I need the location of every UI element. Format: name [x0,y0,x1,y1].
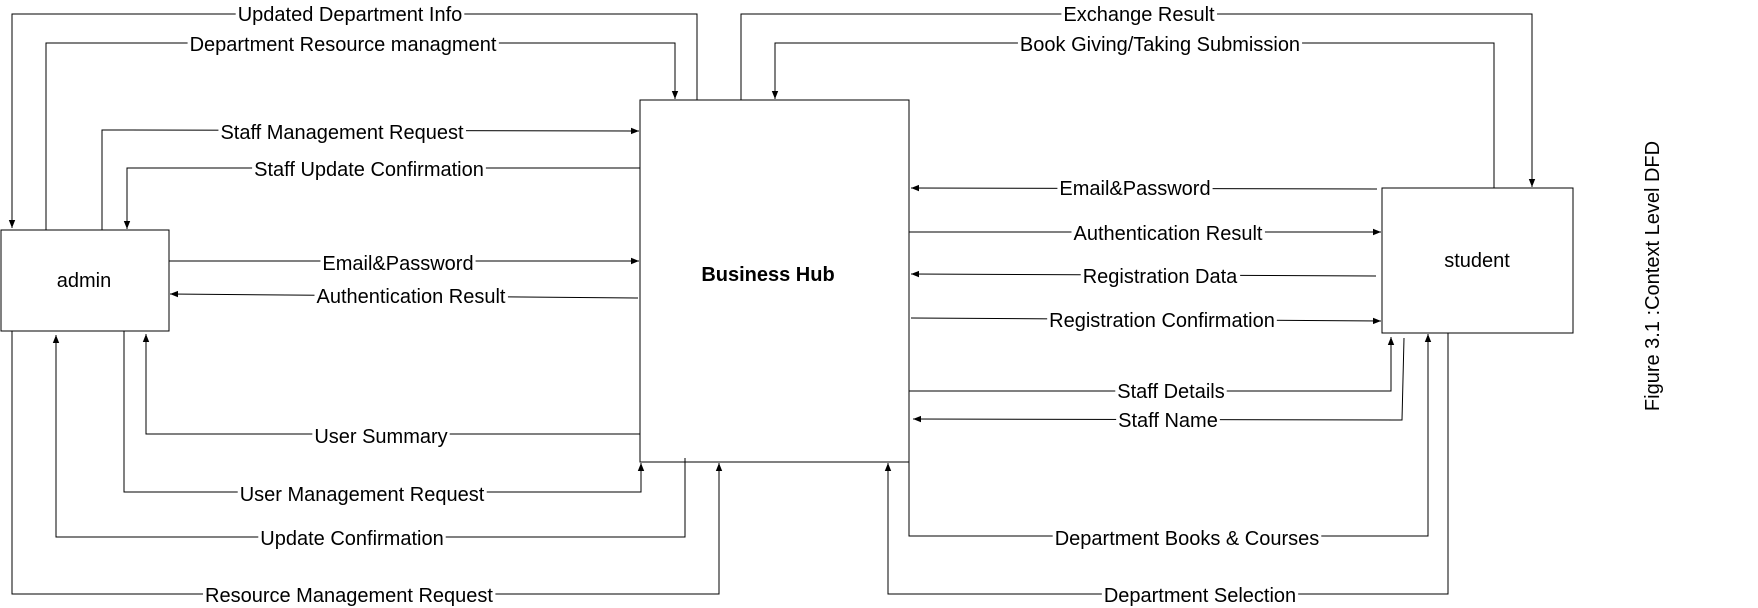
student-label: student [1444,250,1510,272]
label-background [235,5,465,25]
label-background [320,254,476,274]
label-background [258,529,446,549]
figure-caption: Figure 3.1 :Context Level DFD [1642,141,1664,411]
label-background [1017,35,1303,55]
label-student-authentication-result: Authentication Result [1073,223,1262,245]
label-background [314,287,508,307]
label-book-giving-taking-submission: Book Giving/Taking Submission [1020,34,1300,56]
label-background [1061,5,1218,25]
label-background [252,160,486,180]
label-department-selection: Department Selection [1104,585,1296,607]
label-background [1101,586,1299,606]
flow-user-management-request [123,331,645,493]
flow-user-summary [142,334,640,435]
label-department-resource-management: Department Resource managment [190,34,497,56]
label-background [1115,382,1227,402]
label-background [237,485,487,505]
label-background [1057,179,1213,199]
label-exchange-result: Exchange Result [1063,4,1215,26]
label-staff-name: Staff Name [1118,410,1218,432]
student-entity [1381,187,1574,334]
flow-department-selection [884,333,1449,595]
flow-resource-management-request [11,331,723,595]
label-background [187,35,499,55]
label-background [1116,411,1220,431]
label-background [1071,224,1265,244]
label-update-confirmation: Update Confirmation [260,528,443,550]
label-background [1047,311,1277,331]
label-background [203,586,496,606]
flow-department-books-courses [908,334,1432,537]
label-registration-confirmation: Registration Confirmation [1049,310,1275,332]
flow-staff-details [909,337,1395,392]
admin-entity [0,229,170,332]
label-user-management-request: User Management Request [240,484,485,506]
label-registration-data: Registration Data [1083,266,1238,288]
label-updated-department-info: Updated Department Info [238,4,463,26]
label-staff-update-confirmation: Staff Update Confirmation [254,159,484,181]
label-resource-management-request: Resource Management Request [205,585,493,607]
label-user-summary: User Summary [314,426,447,448]
label-background [1080,267,1241,287]
label-department-books-courses: Department Books & Courses [1055,528,1320,550]
label-background [218,123,466,143]
flow-staff-name [912,337,1405,423]
label-admin-email-password: Email&Password [322,253,473,275]
label-student-email-password: Email&Password [1059,178,1210,200]
business-hub-process [639,99,910,463]
label-background [1052,529,1322,549]
label-staff-management-request: Staff Management Request [220,122,464,144]
admin-label: admin [57,270,111,292]
business-hub-label: Business Hub [701,264,834,286]
label-staff-details: Staff Details [1117,381,1224,403]
label-admin-authentication-result: Authentication Result [316,286,505,308]
label-background [312,427,450,447]
